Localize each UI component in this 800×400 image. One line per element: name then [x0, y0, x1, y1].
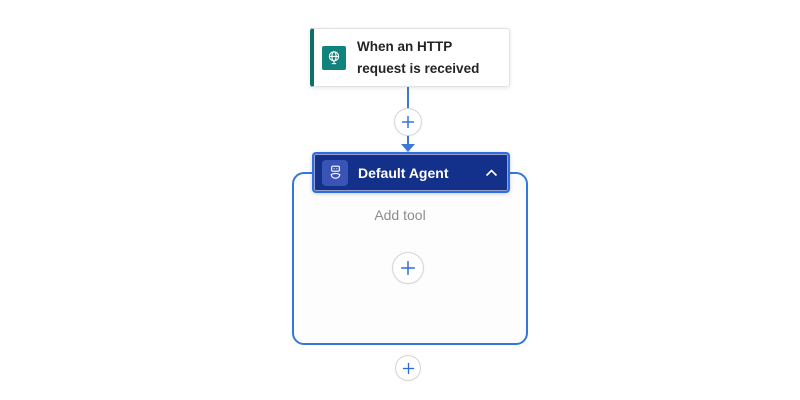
add-tool-button[interactable]: [392, 252, 424, 284]
agent-header-card[interactable]: Default Agent: [312, 152, 510, 193]
plus-icon: [402, 362, 415, 375]
insert-action-button[interactable]: [394, 108, 422, 136]
add-next-step-button[interactable]: [395, 355, 421, 381]
chevron-up-icon[interactable]: [485, 168, 498, 177]
plus-icon: [400, 260, 416, 276]
trigger-card-http-request[interactable]: When an HTTP request is received: [310, 28, 510, 87]
trigger-title: When an HTTP request is received: [357, 38, 480, 76]
agent-title: Default Agent: [358, 164, 449, 181]
plus-icon: [401, 115, 415, 129]
http-request-globe-icon: [322, 45, 346, 70]
connector-arrowhead: [401, 144, 415, 152]
agent-robot-icon: [322, 159, 348, 186]
